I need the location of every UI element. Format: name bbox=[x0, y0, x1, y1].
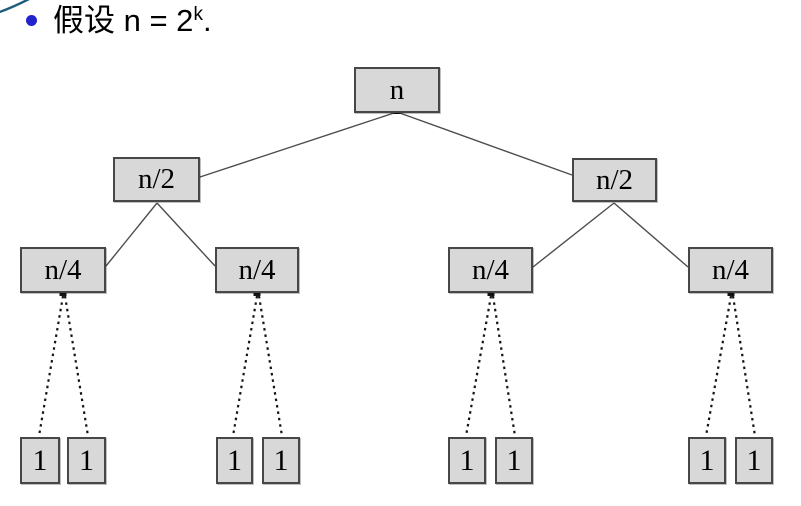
edge-n43-leaf-5 bbox=[464, 295, 493, 437]
bullet-superscript: k bbox=[193, 4, 203, 25]
edge-n2l-n4-1 bbox=[105, 202, 158, 267]
bullet-point: 假设 n = 2k. bbox=[26, 0, 212, 42]
tree-node-leaf-5: 1 bbox=[448, 437, 486, 484]
tree-node-leaf-8: 1 bbox=[735, 437, 773, 484]
edge-n41-leaf-1 bbox=[37, 295, 65, 437]
tree-node-leaf-2: 1 bbox=[67, 437, 106, 484]
edge-n44-leaf-8 bbox=[731, 295, 757, 437]
edge-n41-leaf-2 bbox=[63, 295, 90, 437]
edge-n42-leaf-3 bbox=[231, 295, 259, 437]
bullet-dot-icon bbox=[26, 15, 37, 26]
tree-node-n2-left: n/2 bbox=[113, 157, 200, 202]
tree-node-leaf-6: 1 bbox=[495, 437, 533, 484]
tree-node-leaf-3: 1 bbox=[216, 437, 253, 484]
edge-n2r-n4-4 bbox=[613, 202, 689, 268]
edge-n42-leaf-4 bbox=[257, 295, 284, 437]
edge-n44-leaf-7 bbox=[704, 295, 733, 437]
tree-node-root: n bbox=[354, 67, 440, 113]
tree-node-n4-2: n/4 bbox=[215, 247, 299, 293]
bullet-text-prefix: 假设 n = 2 bbox=[53, 3, 194, 38]
edge-n2r-n4-3 bbox=[532, 202, 615, 268]
edge-n43-leaf-6 bbox=[491, 295, 517, 437]
tree-node-n4-4: n/4 bbox=[688, 247, 773, 293]
edge-n2l-n4-2 bbox=[156, 202, 216, 267]
bullet-text-suffix: . bbox=[202, 3, 212, 38]
edge-root-n2-left bbox=[199, 111, 398, 178]
tree-node-n4-1: n/4 bbox=[20, 247, 106, 293]
tree-node-n2-right: n/2 bbox=[572, 158, 657, 202]
tree-node-leaf-1: 1 bbox=[20, 437, 60, 484]
tree-node-n4-3: n/4 bbox=[448, 247, 533, 293]
tree-node-leaf-7: 1 bbox=[688, 437, 726, 484]
bullet-text: 假设 n = 2k. bbox=[53, 0, 212, 42]
edge-root-n2-right bbox=[396, 111, 573, 176]
tree-node-leaf-4: 1 bbox=[262, 437, 300, 484]
